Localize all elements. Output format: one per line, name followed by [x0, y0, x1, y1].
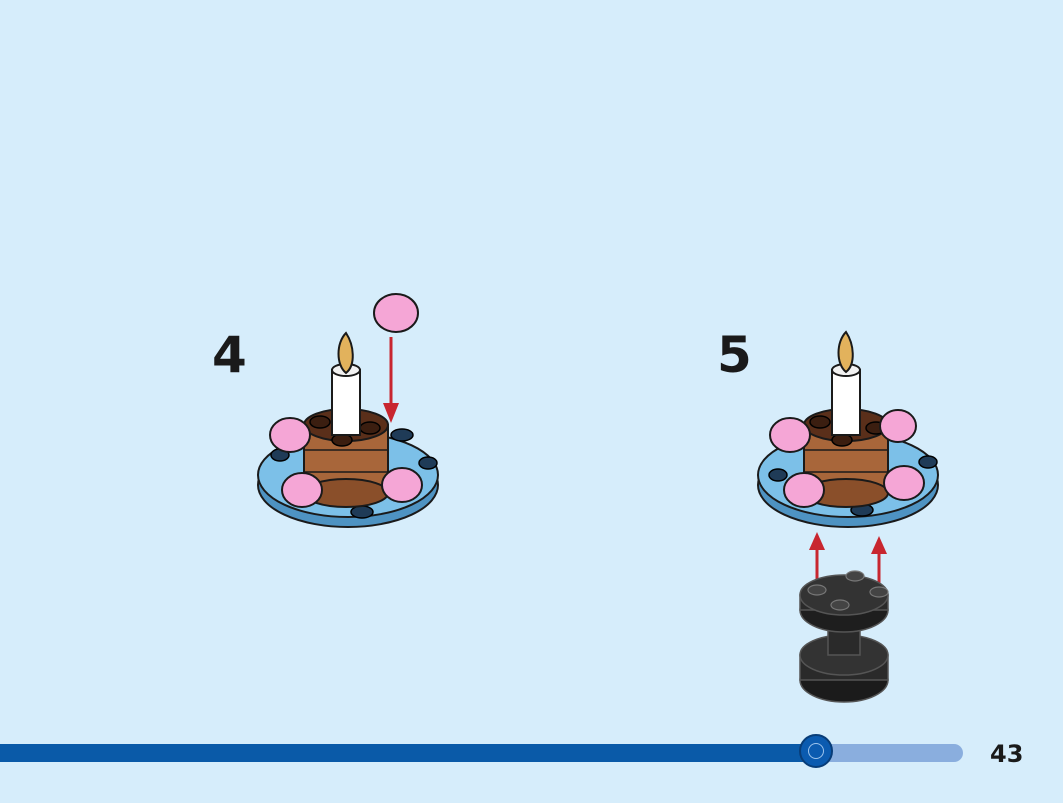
red-arrow-up-icon — [809, 532, 887, 588]
progress-bar-fill — [0, 744, 816, 762]
red-arrow-icon — [383, 337, 399, 423]
step-5-number: 5 — [717, 326, 752, 384]
step-5-illustration — [757, 330, 939, 703]
progress-bar[interactable] — [0, 744, 963, 762]
candle-icon — [331, 331, 361, 436]
black-stand-icon — [799, 570, 889, 703]
step-4-number: 4 — [212, 326, 247, 384]
pink-swirl-icon — [269, 293, 423, 508]
step-4-illustration — [257, 293, 439, 528]
cake-assembly-icon — [757, 330, 939, 528]
progress-slider-handle[interactable] — [799, 734, 833, 768]
page-number: 43 — [990, 740, 1024, 768]
